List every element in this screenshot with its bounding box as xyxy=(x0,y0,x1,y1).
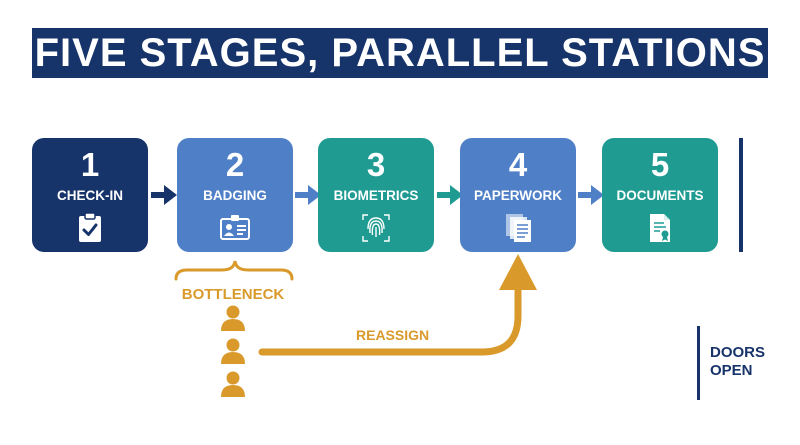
stage-biometrics: 3 BIOMETRICS xyxy=(318,138,434,252)
reassign-arrowhead xyxy=(499,254,537,290)
page-title: FIVE STAGES, PARALLEL STATIONS xyxy=(32,28,768,78)
doors-open-line-1: DOORS xyxy=(710,344,766,361)
flow-arrow-4-5 xyxy=(578,185,604,205)
stage-paperwork: 4 PAPERWORK xyxy=(460,138,576,252)
stage-number: 3 xyxy=(366,146,386,183)
flow-arrow-3-4 xyxy=(437,185,463,205)
stage-number: 1 xyxy=(80,146,100,183)
stage-label: PAPERWORK xyxy=(473,188,562,203)
person-icon xyxy=(221,305,245,331)
reassign-label: REASSIGN xyxy=(356,327,430,343)
bottleneck-label: BOTTLENECK xyxy=(181,286,285,303)
clipboard-check-icon xyxy=(79,212,101,242)
fingerprint-icon xyxy=(362,214,390,242)
person-icon xyxy=(221,371,245,397)
documents-icon xyxy=(506,214,531,242)
stage-label: DOCUMENTS xyxy=(616,188,704,203)
end-marker-bar xyxy=(739,138,743,252)
stage-number: 5 xyxy=(650,146,670,183)
stage-badging: 2 BADGING xyxy=(177,138,293,252)
person-icon xyxy=(221,338,245,364)
flow-arrow-2-3 xyxy=(295,185,321,205)
stage-label: BIOMETRICS xyxy=(333,188,419,203)
stage-label: CHECK-IN xyxy=(57,188,123,203)
stage-number: 2 xyxy=(225,146,245,183)
bottleneck-brace xyxy=(174,260,294,281)
certificate-icon xyxy=(650,214,670,242)
stage-documents: 5 DOCUMENTS xyxy=(602,138,718,252)
stage-label: BADGING xyxy=(203,188,267,203)
stage-check-in: 1 CHECK-IN xyxy=(32,138,148,252)
id-badge-icon xyxy=(220,215,250,240)
doors-open-line-2: OPEN xyxy=(710,362,753,379)
doors-marker-bar xyxy=(697,326,700,400)
doors-open-label: DOORS OPEN xyxy=(710,344,780,380)
stage-number: 4 xyxy=(508,146,528,183)
flow-arrow-1-2 xyxy=(151,185,177,205)
